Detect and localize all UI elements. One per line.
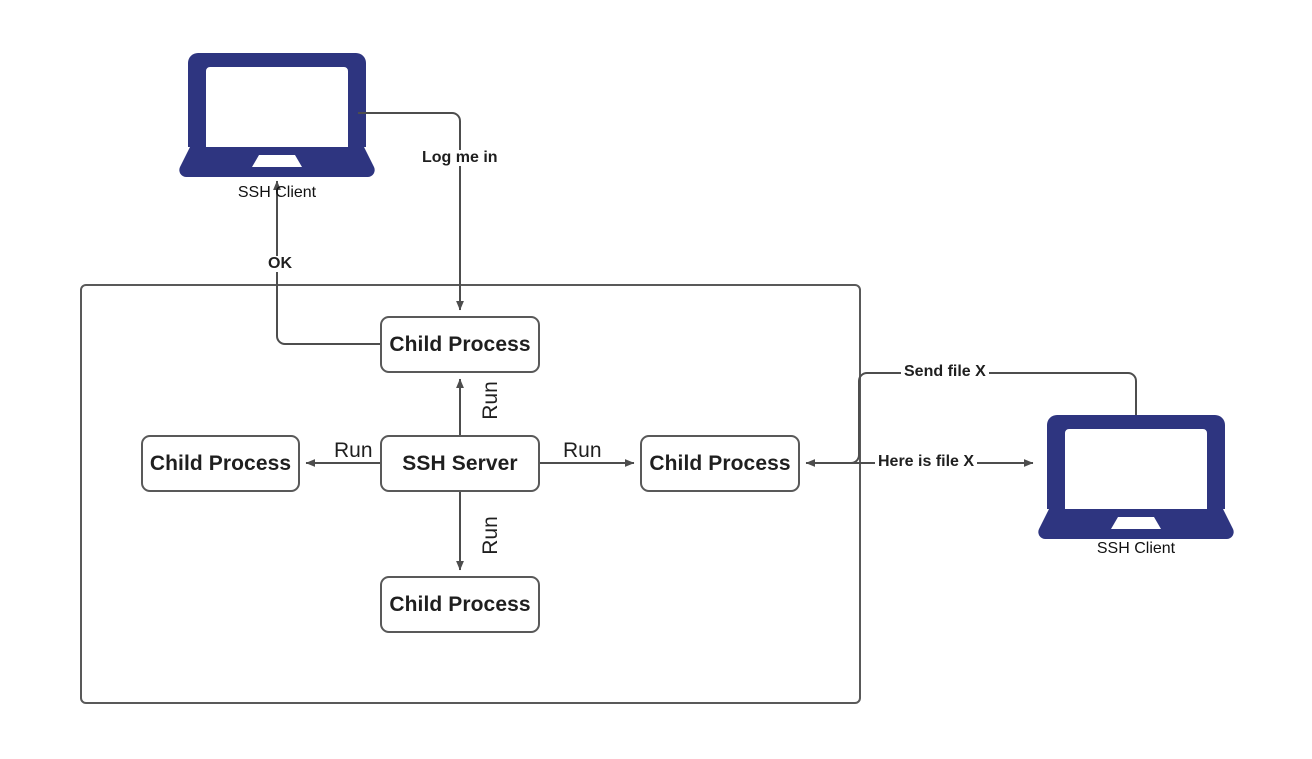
node-child-process-top[interactable]: Child Process xyxy=(380,316,540,373)
laptop-icon-right xyxy=(1038,415,1234,539)
node-label: Child Process xyxy=(649,451,791,475)
edge-label-log-me-in: Log me in xyxy=(419,150,501,166)
device-label-ssh-client-right: SSH Client xyxy=(1096,540,1176,557)
edge-label-run-up: Run xyxy=(479,378,502,423)
connector-ok xyxy=(273,180,380,345)
node-child-process-right[interactable]: Child Process xyxy=(640,435,800,492)
node-label: Child Process xyxy=(149,451,292,475)
device-label-ssh-client-top: SSH Client xyxy=(237,184,317,201)
node-child-process-bottom[interactable]: Child Process xyxy=(380,576,540,633)
edge-label-here-is-file-x: Here is file X xyxy=(875,454,978,470)
laptop-icon-top xyxy=(179,53,375,177)
node-label: Child Process xyxy=(389,592,531,616)
node-label: SSH Server xyxy=(402,451,518,475)
ssh-server-host-boundary xyxy=(80,284,861,704)
node-ssh-server[interactable]: SSH Server xyxy=(380,435,540,492)
edge-label-ok: OK xyxy=(265,256,295,272)
edge-label-run-left: Run xyxy=(331,440,376,461)
connector-log-me-in xyxy=(358,112,464,311)
connector-send-file-x xyxy=(806,372,1137,464)
node-child-process-left[interactable]: Child Process xyxy=(141,435,300,492)
edge-label-run-down: Run xyxy=(479,513,502,558)
node-label: Child Process xyxy=(389,332,531,356)
edge-label-run-right: Run xyxy=(560,440,605,461)
edge-label-send-file-x: Send file X xyxy=(901,364,989,380)
